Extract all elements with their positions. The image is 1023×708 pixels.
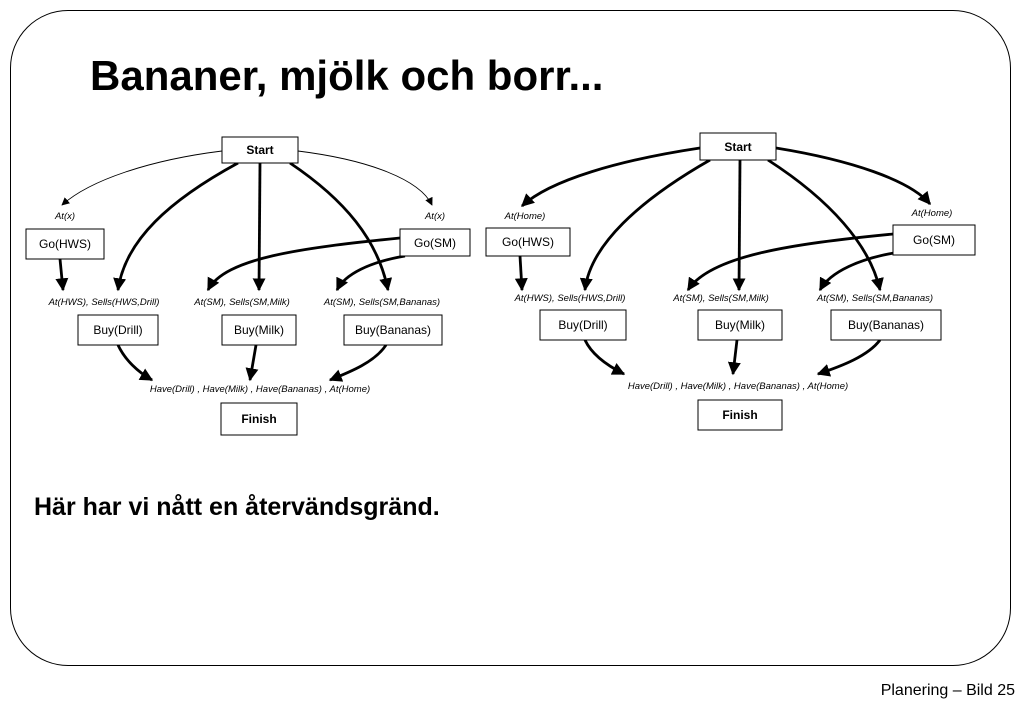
slide-title: Bananer, mjölk och borr... <box>90 52 604 99</box>
node-buy-bananas: Buy(Bananas) <box>830 309 942 341</box>
svg-text:Go(SM): Go(SM) <box>913 233 955 247</box>
node-buy-drill: Buy(Drill) <box>539 309 627 341</box>
edge-start-to-buy-drill <box>579 158 711 292</box>
edge-go-sm-to-buy-milk <box>206 236 401 292</box>
plan-right: Start Go(HWS) Go(SM) Buy(Drill) Buy(Milk… <box>485 132 976 431</box>
condition-buy-milk-pre: At(SM), Sells(SM,Milk) <box>193 297 290 308</box>
node-finish: Finish <box>220 402 298 436</box>
node-go-hws: Go(HWS) <box>25 228 105 260</box>
svg-text:Buy(Bananas): Buy(Bananas) <box>848 318 924 332</box>
slide-frame <box>10 10 1011 666</box>
condition-buy-drill-pre: At(HWS), Sells(HWS,Drill) <box>48 297 160 308</box>
edge-start-to-go-sm <box>775 146 932 205</box>
edge-buy-milk-to-finish <box>245 344 259 382</box>
node-finish: Finish <box>697 399 783 431</box>
svg-text:Finish: Finish <box>241 412 276 426</box>
svg-text:Start: Start <box>724 140 751 154</box>
condition-buy-bananas-pre: At(SM), Sells(SM,Bananas) <box>816 293 933 304</box>
svg-text:Go(SM): Go(SM) <box>414 236 456 250</box>
edge-go-hws-to-buy-drill <box>514 255 528 292</box>
edge-start-to-buy-milk <box>732 159 746 292</box>
edge-buy-drill-to-finish <box>583 339 626 376</box>
node-go-sm: Go(SM) <box>892 224 976 256</box>
svg-text:Buy(Bananas): Buy(Bananas) <box>355 323 431 337</box>
svg-text:Finish: Finish <box>722 408 757 422</box>
edge-start-to-go-hws <box>61 150 223 206</box>
svg-text:Buy(Milk): Buy(Milk) <box>715 318 765 332</box>
condition-buy-drill-pre: At(HWS), Sells(HWS,Drill) <box>514 293 626 304</box>
edge-go-sm-to-buy-bananas <box>335 254 406 292</box>
condition-go-sm-pre: At(x) <box>424 211 445 222</box>
edge-go-hws-to-buy-drill <box>55 258 69 292</box>
condition-go-sm-pre: At(Home) <box>911 208 953 219</box>
edge-buy-bananas-to-finish <box>816 339 882 377</box>
node-buy-milk: Buy(Milk) <box>221 314 297 346</box>
condition-finish-pre: Have(Drill) , Have(Milk) , Have(Bananas)… <box>628 381 848 392</box>
slide-footer: Planering – Bild 25 <box>880 682 1015 699</box>
svg-text:Start: Start <box>246 143 273 157</box>
edge-start-to-buy-drill <box>113 161 239 292</box>
edge-start-to-buy-bananas <box>767 158 884 292</box>
node-buy-drill: Buy(Drill) <box>77 314 159 346</box>
condition-go-hws-pre: At(x) <box>54 211 75 222</box>
edge-go-sm-to-buy-bananas <box>818 250 901 292</box>
edge-start-to-go-sm <box>297 150 433 206</box>
edge-start-to-go-hws <box>521 146 701 208</box>
edge-buy-milk-to-finish <box>727 339 741 376</box>
svg-text:Go(HWS): Go(HWS) <box>502 235 554 249</box>
node-go-hws: Go(HWS) <box>485 227 571 257</box>
edge-go-sm-to-buy-milk <box>686 232 894 292</box>
node-buy-milk: Buy(Milk) <box>697 309 783 341</box>
edge-buy-bananas-to-finish <box>328 344 388 382</box>
edge-start-to-buy-milk <box>252 162 266 292</box>
node-start: Start <box>699 132 777 161</box>
condition-go-hws-pre: At(Home) <box>504 211 546 222</box>
svg-text:Go(HWS): Go(HWS) <box>39 237 91 251</box>
svg-text:Buy(Drill): Buy(Drill) <box>558 318 607 332</box>
condition-finish-pre: Have(Drill) , Have(Milk) , Have(Bananas)… <box>150 384 370 395</box>
node-buy-bananas: Buy(Bananas) <box>343 314 443 346</box>
edge-buy-drill-to-finish <box>116 344 154 382</box>
node-start: Start <box>221 136 299 164</box>
edge-start-to-buy-bananas <box>289 161 393 292</box>
svg-text:Buy(Drill): Buy(Drill) <box>93 323 142 337</box>
node-go-sm: Go(SM) <box>399 228 471 257</box>
condition-buy-milk-pre: At(SM), Sells(SM,Milk) <box>672 293 769 304</box>
slide-body-text: Här har vi nått en återvändsgränd. <box>34 493 440 521</box>
svg-text:Buy(Milk): Buy(Milk) <box>234 323 284 337</box>
plan-diagrams: Start Go(HWS) Go(SM) Buy(Drill) Buy(Milk… <box>25 132 976 436</box>
plan-left: Start Go(HWS) Go(SM) Buy(Drill) Buy(Milk… <box>25 136 471 436</box>
condition-buy-bananas-pre: At(SM), Sells(SM,Bananas) <box>323 297 440 308</box>
